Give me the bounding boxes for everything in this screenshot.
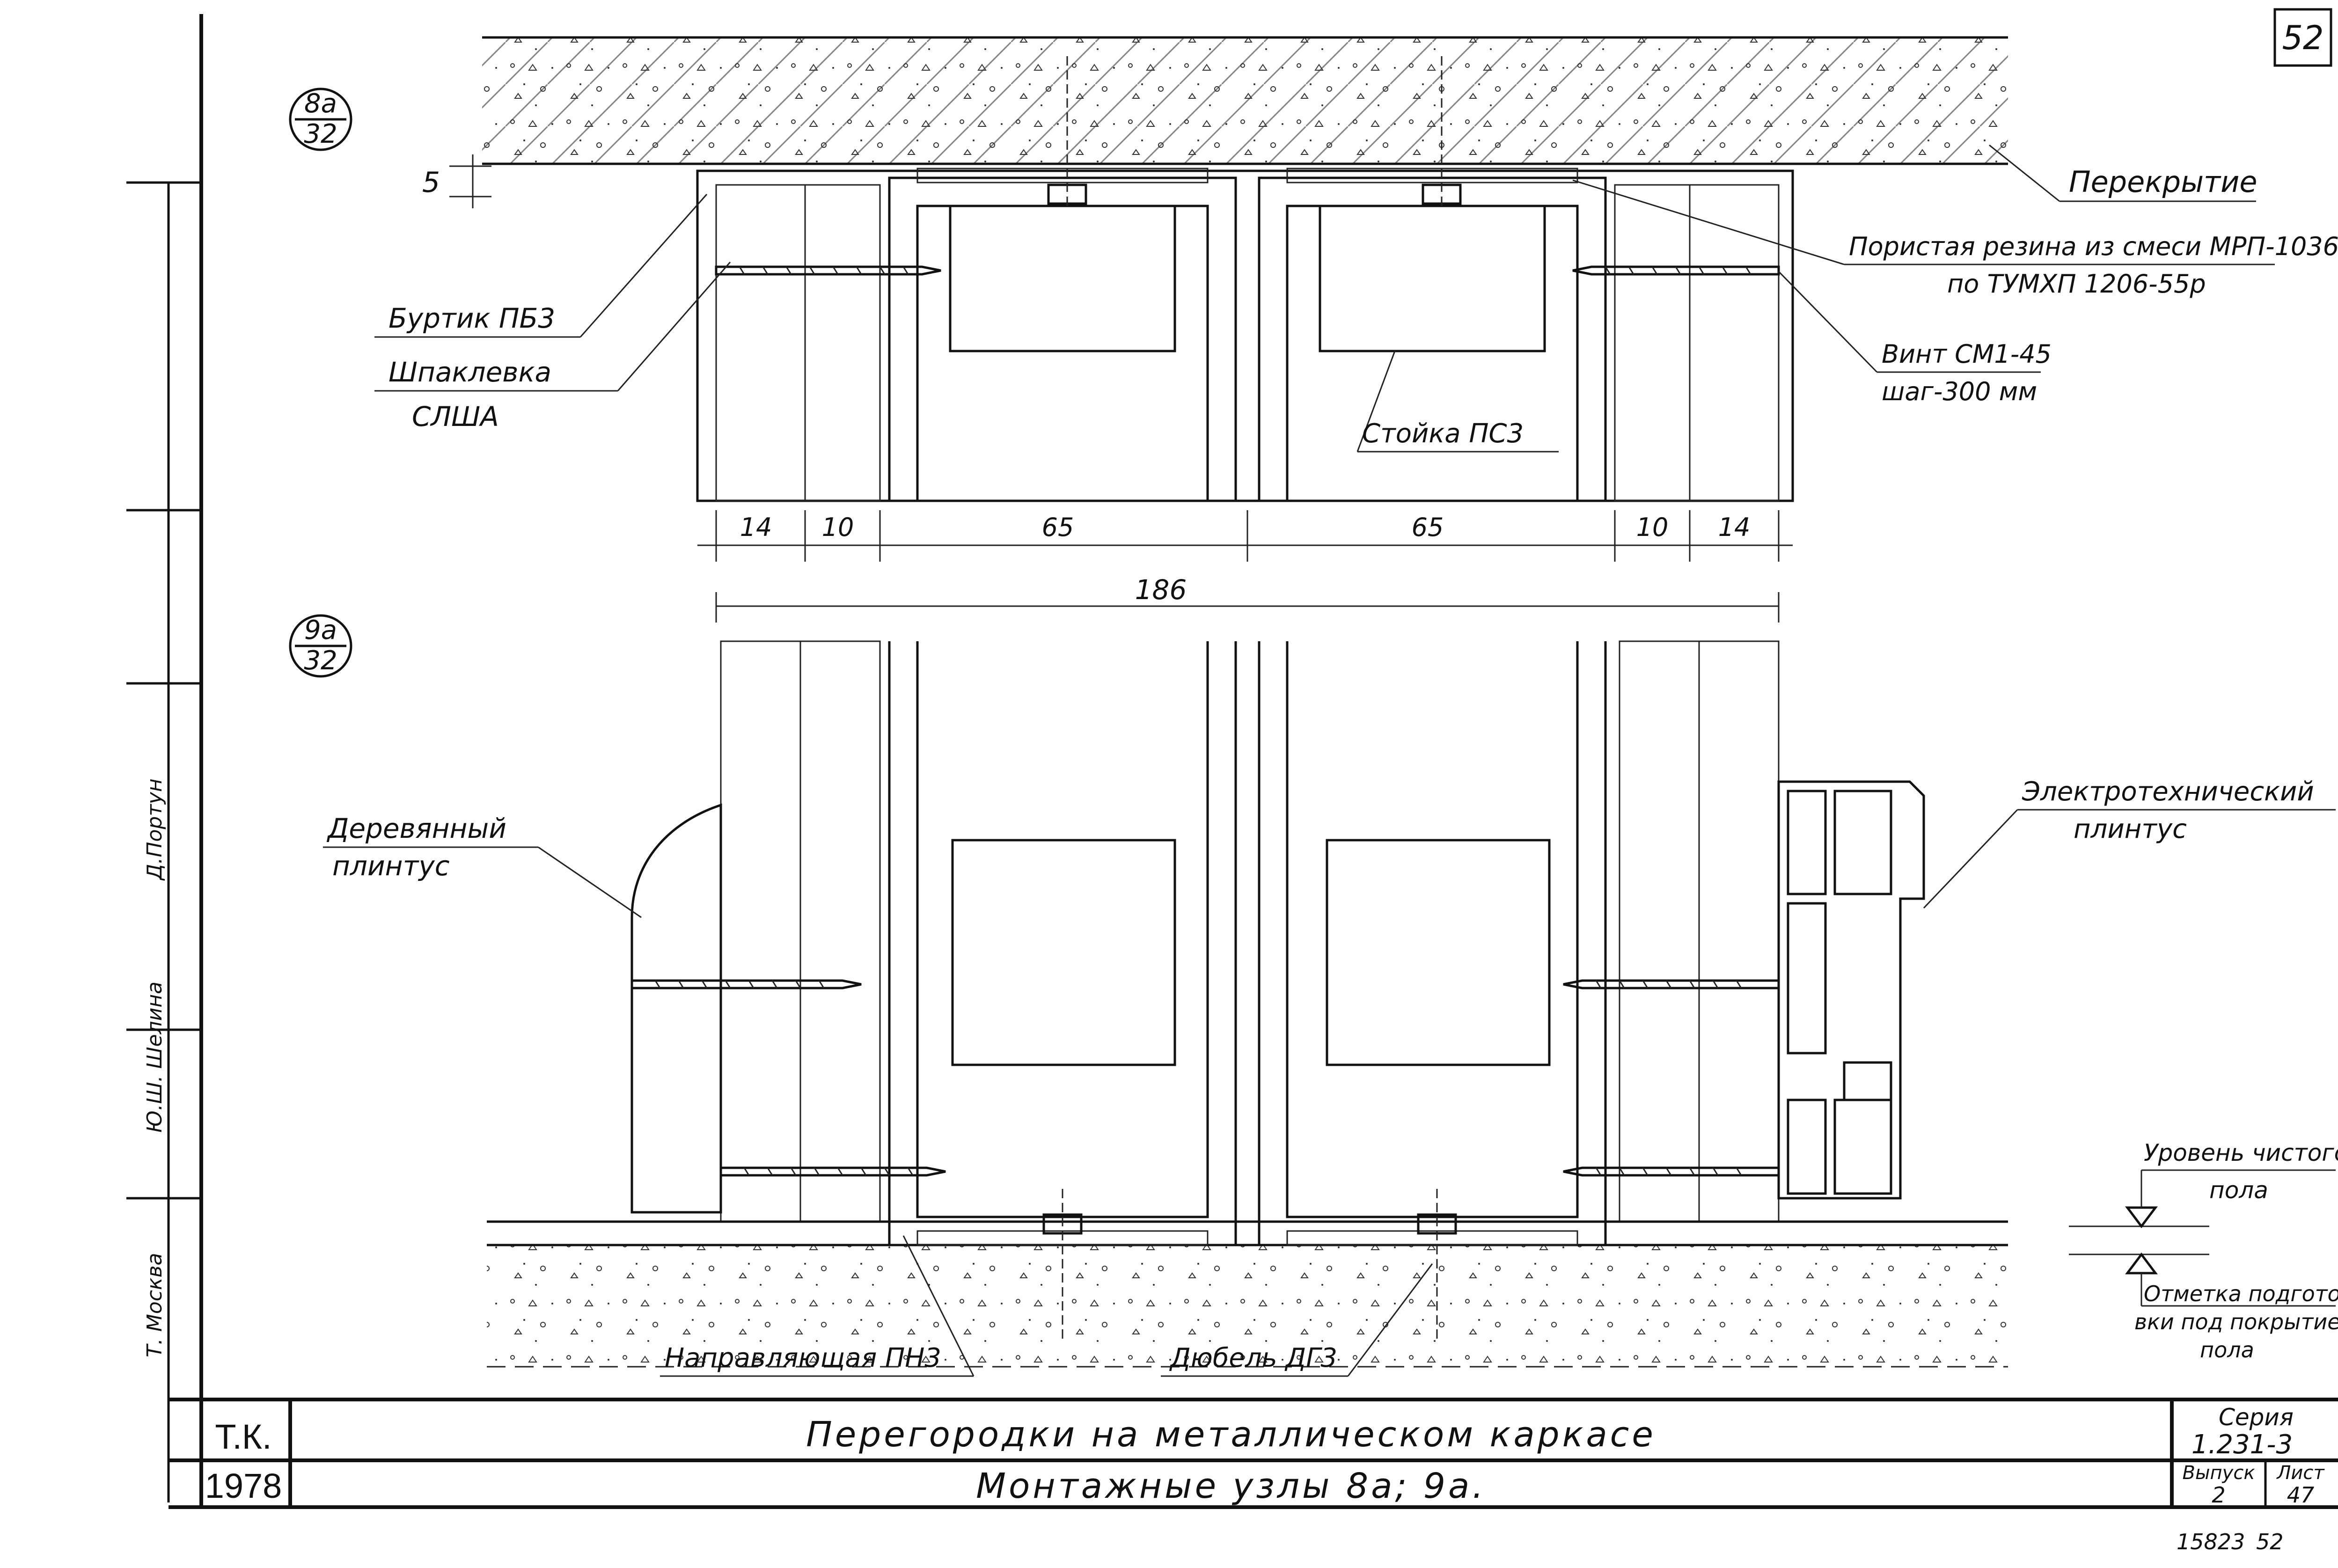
stud-left: [888, 176, 1237, 501]
electrical-plinth: [1777, 780, 1925, 1200]
label-guide: Направляющая ПН3: [665, 1343, 941, 1373]
screw-left-mid: [630, 979, 862, 989]
label-floor-level-1: Уровень чистого: [2144, 1139, 2338, 1166]
label-prep-1: Отметка подгото-: [2144, 1281, 2338, 1306]
label-elec-plinth-2: плинтус: [2074, 814, 2187, 844]
screw-right-top: [1572, 265, 1780, 276]
board-outer-left: [715, 184, 806, 502]
label-wood-plinth-2: плинтус: [332, 850, 450, 882]
tb-issue: 2: [2212, 1482, 2225, 1508]
rubber-strip-left: [916, 168, 1209, 183]
side-stamp: Ю.Ш. Шелина Д.Портун Т. Москва: [126, 181, 201, 1502]
rubber-strip-right-b: [1286, 1230, 1578, 1246]
wood-plinth: [630, 803, 722, 1214]
label-wood-plinth-1: Деревянный: [326, 813, 506, 844]
label-rubber-1: Пористая резина из смеси МРП-1036: [1849, 232, 2338, 261]
dim-1: 14: [740, 513, 772, 542]
screw-right-mid: [1563, 979, 1780, 989]
stamp-city: Т. Москва: [143, 1253, 167, 1357]
board-outer-right: [1689, 184, 1780, 502]
board-outer-left-b: [720, 640, 801, 1223]
overall-dimension: 186: [1135, 574, 1187, 606]
tb-code: Т.К.: [215, 1417, 271, 1456]
svg-text:8a: 8a: [304, 88, 337, 119]
dim-4: 65: [1412, 513, 1444, 542]
footer-number: 15823: [2177, 1529, 2245, 1554]
dimension-row: 14 10 65 65 10 14 186: [697, 510, 1793, 623]
floor-slab: [487, 1245, 2008, 1367]
label-prep-3: пола: [2200, 1337, 2254, 1363]
title-block: Т.К. 1978 Перегородки на металлическом к…: [169, 1398, 2338, 1509]
dim-5: 10: [1636, 513, 1669, 542]
detail-8a: 5 8a 32: [289, 36, 2008, 502]
tb-series-label: Серия: [2219, 1404, 2294, 1431]
dim-2: 10: [822, 513, 854, 542]
tb-sheet-label: Лист: [2276, 1462, 2325, 1484]
board-inner-left-b: [799, 640, 881, 1223]
tb-title: Перегородки на металлическом каркасе: [806, 1414, 1656, 1455]
callout-9a: [289, 614, 352, 678]
tb-issue-label: Выпуск: [2183, 1462, 2255, 1484]
label-ceiling: Перекрытие: [2069, 165, 2257, 199]
label-stud: Стойка ПС3: [1362, 418, 1524, 449]
screw-left-low: [719, 1166, 946, 1177]
board-inner-right: [1614, 184, 1691, 502]
footer-page: 52: [2256, 1529, 2284, 1554]
stamp-signature-2: Д.Портун: [143, 778, 167, 881]
svg-text:32: 32: [304, 645, 337, 676]
label-prep-2: вки под покрытие: [2134, 1309, 2338, 1334]
stud-right: [1258, 176, 1607, 501]
tb-subtitle: Монтажные узлы 8а; 9а.: [976, 1466, 1486, 1506]
dim-6: 14: [1718, 513, 1751, 542]
label-rubber-2: по ТУМХП 1206-55р: [1947, 269, 2206, 299]
label-bead: Буртик ПБ3: [388, 302, 555, 334]
svg-text:32: 32: [304, 119, 337, 149]
label-dowel: Дюбель ДГ3: [1169, 1343, 1337, 1373]
label-putty-1: Шпаклевка: [388, 356, 551, 388]
tb-sheet: 47: [2287, 1482, 2315, 1508]
tb-year: 1978: [205, 1466, 282, 1505]
svg-text:9a: 9a: [304, 615, 337, 645]
label-screw-1: Винт СМ1-45: [1882, 339, 2052, 369]
gap-label: 5: [422, 166, 440, 199]
detail-9a: 9a 32: [289, 614, 2209, 1368]
board-inner-right-b: [1619, 640, 1700, 1223]
tb-series: 1.231-3: [2191, 1429, 2293, 1460]
board-inner-left: [804, 184, 881, 502]
stamp-signature-1: Ю.Ш. Шелина: [143, 982, 167, 1133]
screw-left-top: [715, 265, 941, 276]
callout-8a: [289, 88, 352, 151]
dim-3: 65: [1042, 513, 1074, 542]
label-screw-2: шаг-300 мм: [1882, 377, 2037, 406]
annotations: Перекрытие Пористая резина из смеси МРП-…: [323, 144, 2338, 1377]
screw-right-low: [1563, 1166, 1780, 1177]
page-corner-box: [2273, 8, 2332, 67]
stud-left-b: [888, 641, 1237, 1246]
label-floor-level-2: пола: [2209, 1177, 2268, 1204]
board-outer-right-b: [1698, 640, 1780, 1223]
page-number: 52: [2282, 19, 2323, 57]
label-putty-2: СЛША: [412, 401, 499, 432]
label-elec-plinth-1: Электротехнический: [2022, 777, 2314, 807]
rubber-strip-right: [1286, 168, 1578, 183]
stud-right-b: [1258, 641, 1607, 1246]
level-marks: [2069, 1170, 2209, 1306]
